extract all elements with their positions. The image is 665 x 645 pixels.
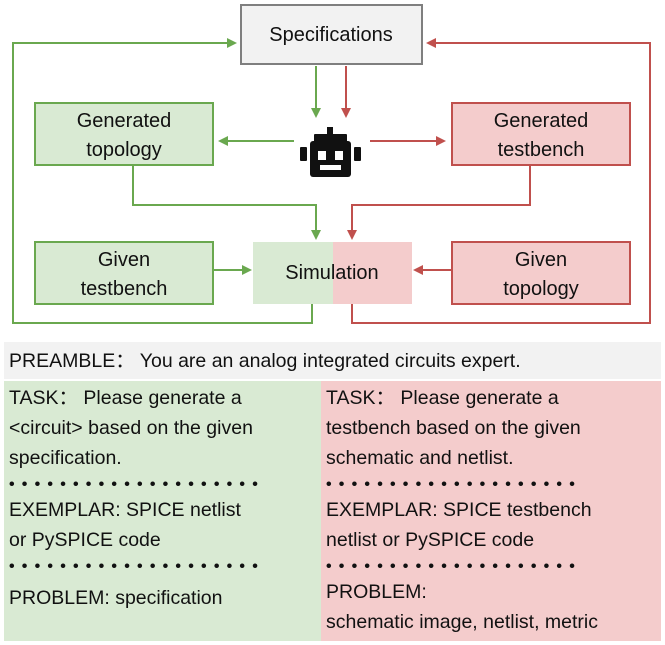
exemplar-left: EXEMPLAR: SPICE netlist or PySPICE code [9, 499, 241, 551]
given-testbench-line1: Given [98, 249, 150, 271]
generated-topology-box: Generated topology [34, 102, 214, 166]
separator-dots-right-1: •••••••••••••••••••• [326, 477, 583, 493]
task-left: TASK： Please generate a <circuit> based … [9, 387, 253, 469]
robot-icon [300, 127, 361, 177]
task-right: TASK： Please generate a testbench based … [326, 387, 581, 469]
generated-testbench-line2: testbench [498, 139, 585, 161]
generated-testbench-box: Generated testbench [451, 102, 631, 166]
problem-right: PROBLEM: schematic image, netlist, metri… [326, 581, 599, 633]
separator-dots-left-2: •••••••••••••••••••• [9, 559, 266, 575]
separator-dots-left-1: •••••••••••••••••••• [9, 477, 266, 493]
given-topology-line2: topology [503, 278, 579, 300]
flow-diagram: Specifications Generated topology Genera… [12, 4, 651, 324]
generated-topology-line2: topology [86, 139, 162, 161]
testbench-prompt-column: TASK： Please generate a testbench based … [321, 381, 661, 641]
generated-topology-line1: Generated [77, 110, 172, 132]
given-testbench-line2: testbench [81, 278, 168, 300]
given-topology-box: Given topology [451, 241, 631, 305]
given-testbench-box: Given testbench [34, 241, 214, 305]
problem-left: PROBLEM: specification [9, 587, 223, 609]
separator-dots-right-2: •••••••••••••••••••• [326, 559, 583, 575]
topology-prompt-column: TASK： Please generate a <circuit> based … [4, 381, 321, 641]
specifications-label: Specifications [269, 24, 392, 46]
preamble-bar: PREAMBLE： You are an analog integrated c… [4, 342, 661, 379]
green-connectors [12, 38, 321, 324]
given-topology-line1: Given [515, 249, 567, 271]
simulation-box: Simulation [253, 242, 412, 304]
generated-testbench-line1: Generated [494, 110, 589, 132]
simulation-label: Simulation [285, 262, 378, 284]
exemplar-right: EXEMPLAR: SPICE testbench netlist or PyS… [326, 499, 592, 551]
specifications-box: Specifications [240, 4, 423, 65]
red-connectors [341, 38, 651, 324]
